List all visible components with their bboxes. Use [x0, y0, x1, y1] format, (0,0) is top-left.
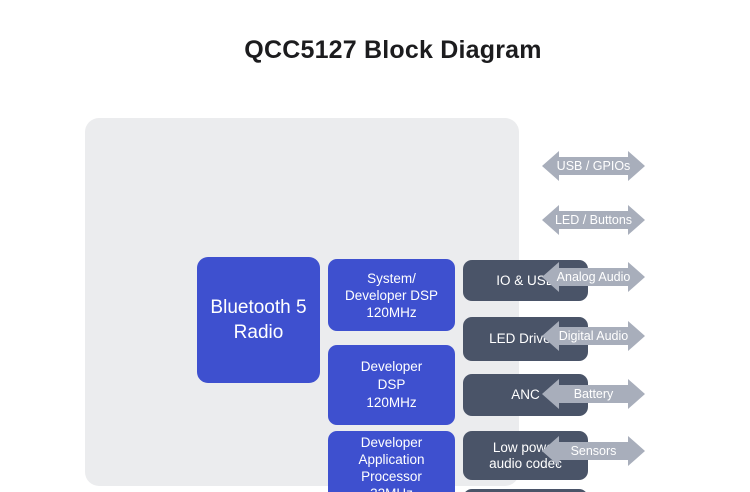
block-label-line: 120MHz: [366, 304, 417, 320]
bidirectional-arrow-icon: [542, 321, 645, 351]
arrow-label: LED / Buttons: [554, 213, 633, 227]
block-label-line: Application: [358, 451, 425, 467]
block-developer-dsp: Developer DSP 120MHz: [328, 345, 455, 425]
diagram-panel: Bluetooth 5 Radio System/ Developer DSP …: [85, 118, 588, 492]
block-label-line: audio codec: [489, 455, 562, 471]
block-label-line: DSP: [377, 377, 406, 392]
bidirectional-arrow-icon: [542, 436, 645, 466]
arrow-analog-audio: Analog Audio: [542, 261, 645, 293]
block-label-line: Developer DSP: [344, 287, 439, 303]
bidirectional-arrow-icon: [542, 379, 645, 409]
bidirectional-arrow-icon: [542, 262, 645, 292]
block-label-line: Processor: [361, 468, 422, 484]
bidirectional-arrow-icon: [542, 151, 645, 181]
arrow-label: Battery: [573, 387, 614, 401]
block-bluetooth-radio: Bluetooth 5 Radio: [197, 257, 320, 383]
block-label: ANC: [511, 387, 540, 402]
arrow-led-buttons: LED / Buttons: [542, 204, 645, 236]
arrow-label: USB / GPIOs: [556, 159, 631, 173]
block-label: IO & USB: [496, 272, 555, 288]
block-label-line: 32MHz: [370, 485, 413, 492]
arrow-label: Analog Audio: [556, 270, 631, 284]
bidirectional-arrow-icon: [542, 205, 645, 235]
arrow-digital-audio: Digital Audio: [542, 320, 645, 352]
arrow-usb-gpios: USB / GPIOs: [542, 150, 645, 182]
block-developer-application-processor: Developer Application Processor 32MHz: [328, 431, 455, 492]
block-label-line: Bluetooth 5: [210, 297, 307, 318]
arrow-label: Digital Audio: [558, 329, 629, 343]
block-label-line: 120MHz: [366, 395, 417, 410]
page-title: QCC5127 Block Diagram: [244, 36, 542, 64]
arrow-label: Sensors: [570, 444, 617, 458]
block-label-line: System/: [367, 270, 416, 286]
block-label-line: Low power: [492, 439, 559, 455]
arrow-battery: Battery: [542, 378, 645, 410]
arrow-sensors: Sensors: [542, 435, 645, 467]
block-label-line: Developer: [360, 359, 423, 374]
block-system-developer-dsp: System/ Developer DSP 120MHz: [328, 259, 455, 331]
block-smps-ldos: 2 x SMPS. LDOs: [463, 489, 588, 492]
block-label-line: Developer: [360, 434, 423, 450]
block-label-line: Radio: [233, 322, 284, 343]
